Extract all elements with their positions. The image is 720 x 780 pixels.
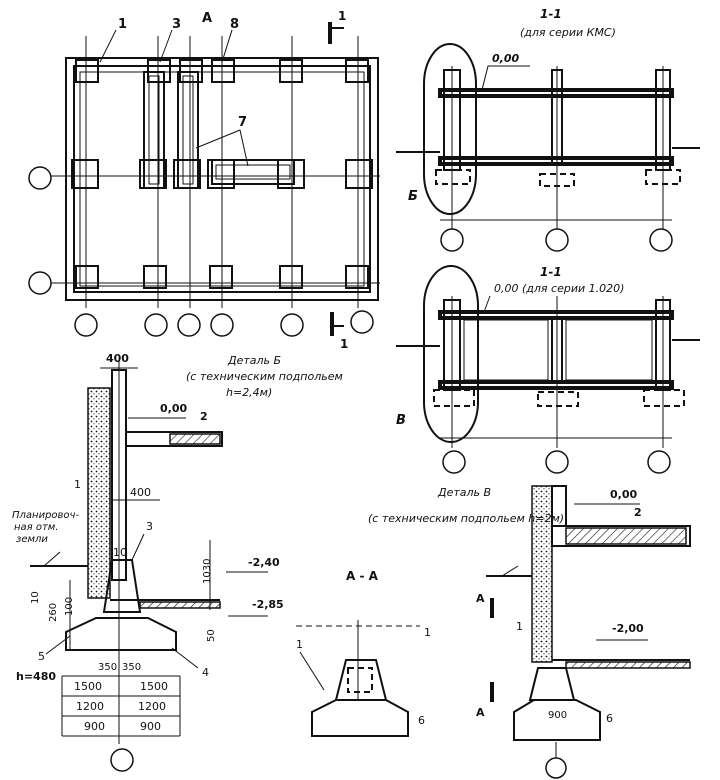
detail-v-label-1: 1	[516, 620, 523, 633]
section-cut-mark-bottom: 1	[330, 312, 348, 351]
detail-b-dim-mid: 400	[130, 486, 151, 499]
plan-label-3: 3	[172, 17, 181, 32]
detail-b-wall	[87, 387, 111, 599]
detail-b-dim-350a: 350	[98, 662, 117, 673]
plan-label-1: 1	[118, 17, 127, 32]
detail-v-label-2: 2	[634, 506, 642, 519]
detail-v-level-0: 0,00	[610, 488, 637, 501]
detail-v-pedestal	[528, 667, 576, 701]
detail-b-subtitle: (с техническим подпольем	[186, 370, 343, 383]
section-kms-title: 1-1	[540, 7, 562, 21]
dim-row-0-right: 1500	[140, 680, 168, 693]
detail-v-dim-bottom: 900	[548, 710, 567, 721]
detail-b-ground-3: земли	[16, 534, 48, 545]
detail-v: Деталь В (с техническим подпольем h=2м) …	[368, 485, 691, 779]
detail-mark-v: В	[396, 413, 406, 428]
section-1020-subtitle: 0,00 (для серии 1.020)	[494, 282, 624, 295]
detail-b-title: Деталь Б	[227, 354, 281, 367]
plan-column-pads	[71, 59, 373, 289]
detail-b-pedestal	[102, 559, 142, 613]
section-aa-label-1b: 1	[424, 626, 431, 639]
dim-row-1-right: 1200	[138, 700, 166, 713]
detail-mark-b: Б	[408, 189, 418, 204]
section-1020-title: 1-1	[540, 265, 562, 279]
section-kms-subtitle: (для серии КМС)	[520, 26, 616, 39]
detail-b-height: h=2,4м)	[226, 386, 272, 399]
detail-b-level-0: 0,00	[160, 402, 187, 415]
detail-b-ground-1: Планировоч-	[12, 510, 79, 521]
detail-b-footing	[65, 617, 177, 651]
svg-text:1: 1	[338, 9, 346, 23]
dim-row-0-left: 1500	[74, 680, 102, 693]
detail-b-label-5: 5	[38, 650, 45, 663]
section-1020: 1-1 0,00 (для серии 1.020) В	[396, 265, 700, 474]
section-kms-level: 0,00	[492, 52, 519, 65]
detail-v-wall	[531, 485, 553, 663]
detail-b-label-10: 10	[113, 546, 127, 559]
detail-b-dim-260: 260	[48, 603, 59, 622]
detail-v-label-6: 6	[606, 712, 613, 725]
detail-b-level-240: -2,40	[248, 556, 280, 569]
dim-row-2-left: 900	[84, 720, 105, 733]
section-cut-mark-top: 1	[328, 9, 346, 44]
svg-text:1: 1	[340, 337, 348, 351]
detail-v-mark-a-top: А	[476, 592, 485, 605]
dim-row-1-left: 1200	[76, 700, 104, 713]
section-aa-title: А - А	[346, 569, 379, 583]
detail-b-dim-top: 400	[106, 352, 129, 365]
detail-b-label-2: 2	[200, 410, 208, 423]
detail-v-subtitle: (с техническим подпольем h=2м)	[368, 512, 564, 525]
foundation-plan: 1 3 А 8 7 1 1	[28, 9, 380, 351]
detail-b-dim-10: 10	[30, 591, 41, 604]
detail-b-level-285: -2,85	[252, 598, 284, 611]
detail-v-level-200: -2,00	[612, 622, 644, 635]
section-aa: А - А 1 1 6	[296, 569, 431, 737]
detail-b-label-3: 3	[146, 520, 153, 533]
detail-b-dim-350b: 350	[122, 662, 141, 673]
plan-label-8: 8	[230, 17, 239, 32]
section-aa-label-1a: 1	[296, 638, 303, 651]
detail-b-dim-table: 1500 1500 1200 1200 900 900	[61, 675, 181, 737]
detail-b-label-4: 4	[202, 666, 209, 679]
plan-label-a: А	[202, 11, 212, 26]
section-kms: 1-1 (для серии КМС) 0,00 Б	[396, 7, 700, 252]
plan-axis-bubbles	[28, 166, 374, 337]
detail-b-dim-50: 50	[206, 629, 217, 642]
detail-b: Деталь Б (с техническим подпольем h=2,4м…	[12, 352, 343, 772]
dim-row-2-right: 900	[140, 720, 161, 733]
section-aa-label-6: 6	[418, 714, 425, 727]
detail-b-dim-1030: 1030	[202, 559, 213, 584]
plan-leaders	[99, 29, 249, 167]
detail-b-label-1: 1	[74, 478, 81, 491]
plan-label-7: 7	[238, 115, 247, 130]
detail-v-title: Деталь В	[437, 486, 491, 499]
detail-v-footing	[513, 699, 601, 741]
detail-b-h480: h=480	[16, 670, 56, 683]
detail-v-mark-a-bottom: А	[476, 706, 485, 719]
detail-b-ground-2: ная отм.	[14, 522, 59, 533]
section-aa-footing	[311, 699, 409, 737]
plan-axis-lines	[50, 36, 380, 308]
section-aa-pedestal	[334, 659, 388, 701]
